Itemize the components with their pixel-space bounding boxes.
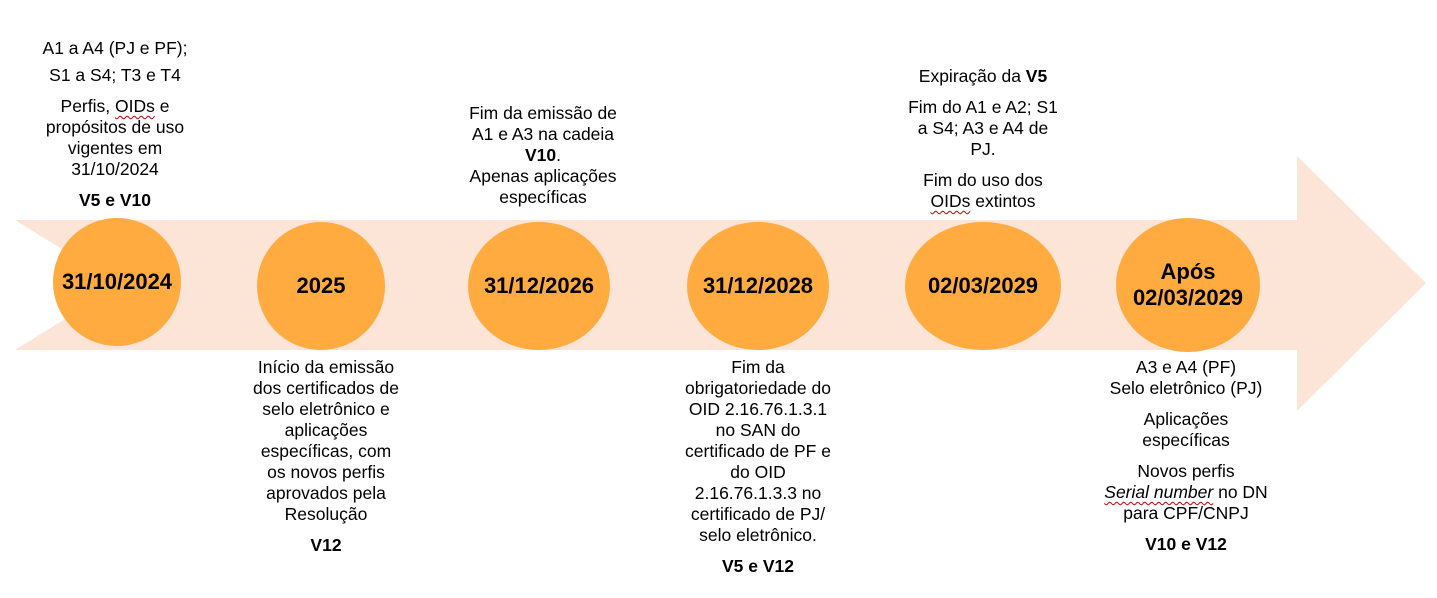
note-line: certificado de PJ/: [690, 504, 826, 524]
note-line: específicas, com: [260, 441, 392, 461]
milestone-node-2028: 31/12/2028: [687, 222, 829, 350]
note-line: selo eletrônico.: [699, 525, 817, 545]
note-line: Serial number no DN: [1086, 482, 1286, 503]
note-line: OIDs extintos: [883, 191, 1083, 212]
note-line: Fim da emissão de: [469, 103, 617, 123]
note-line: Aplicações: [1143, 409, 1229, 429]
note-line: do OID: [730, 462, 786, 482]
milestone-date: 31/12/2026: [483, 273, 595, 298]
note-line: Fim do uso dos: [923, 170, 1043, 190]
milestone-date: 31/12/2028: [702, 273, 814, 298]
milestone-date-line1: Após: [1160, 259, 1216, 284]
note-line: para CPF/CNPJ: [1123, 503, 1249, 523]
milestone-node-after-2029: Após 02/03/2029: [1116, 218, 1260, 352]
note-versions: V5 e V10: [79, 190, 151, 210]
note-line: específicas: [499, 187, 587, 207]
milestone-node-2026: 31/12/2026: [468, 222, 610, 350]
note-text: extintos: [970, 191, 1036, 211]
note-line: dos certificados de: [253, 378, 399, 398]
note-line: aprovados pela: [266, 483, 386, 503]
note-line: Apenas aplicações: [469, 166, 617, 186]
note-line: específicas: [1142, 430, 1230, 450]
note-text: OIDs: [930, 191, 971, 211]
note-line: OID 2.16.76.1.3.1: [688, 399, 828, 419]
note-line: PJ.: [970, 139, 996, 159]
note-line: A3 e A4 (PF): [1135, 357, 1237, 377]
note-text: Expiração da: [918, 66, 1026, 86]
milestone-date: 02/03/2029: [927, 273, 1039, 298]
note-versions: V12: [310, 535, 342, 555]
note-line: a S4; A3 e A4 de: [917, 118, 1049, 138]
milestone-date: 31/10/2024: [61, 269, 173, 294]
milestone-date: 2025: [296, 273, 346, 298]
note-line: Início da emissão: [257, 357, 395, 377]
note-line: os novos perfis: [267, 462, 385, 482]
note-line: obrigatoriedade do: [685, 378, 831, 398]
note-2024: A1 a A4 (PJ e PF); S1 a S4; T3 e T4 Perf…: [15, 38, 215, 221]
note-line: 31/10/2024: [71, 159, 159, 179]
milestone-node-2029: 02/03/2029: [905, 222, 1061, 350]
note-text: Perfis,: [60, 96, 115, 116]
note-line: A1 a A4 (PJ e PF);: [42, 38, 188, 58]
note-text: no DN: [1213, 482, 1268, 502]
note-text: Serial number: [1104, 482, 1214, 502]
note-line: S1 a S4; T3 e T4: [15, 65, 215, 86]
milestone-date-line2: 02/03/2029: [1132, 285, 1244, 310]
note-line: no SAN do: [715, 420, 801, 440]
note-line: Expiração da V5: [883, 66, 1083, 87]
note-2029: Expiração da V5 Fim do A1 e A2; S1 a S4;…: [883, 66, 1083, 212]
note-line: Resolução: [284, 504, 368, 524]
note-text: V5: [1025, 66, 1048, 86]
note-line: aplicações: [284, 420, 368, 440]
note-line: vigentes em: [67, 138, 163, 158]
milestone-node-2024: 31/10/2024: [53, 218, 181, 346]
note-line: Fim da: [731, 357, 785, 377]
note-text: e: [154, 96, 170, 116]
note-after-2029: A3 e A4 (PF) Selo eletrônico (PJ) Aplica…: [1086, 357, 1286, 565]
note-text: .: [556, 145, 561, 165]
note-versions: V10 e V12: [1145, 534, 1227, 554]
note-line: selo eletrônico e: [262, 399, 390, 419]
note-line: A1 e A3 na cadeia: [471, 124, 615, 144]
note-line: Novos perfis: [1137, 461, 1235, 481]
note-line: Selo eletrônico (PJ): [1109, 378, 1263, 398]
note-text: S1 a S4; T3 e T4: [49, 65, 181, 85]
note-line: 2.16.76.1.3.3 no: [694, 483, 822, 503]
note-line: Perfis, OIDs e: [15, 96, 215, 117]
note-line: propósitos de uso: [45, 117, 185, 137]
note-2026: Fim da emissão de A1 e A3 na cadeia V10.…: [443, 103, 643, 208]
milestone-node-2025: 2025: [257, 222, 385, 350]
note-text: V10: [524, 145, 557, 165]
note-versions: V5 e V12: [722, 556, 794, 576]
note-text: OIDs: [114, 96, 155, 116]
note-line: Fim do A1 e A2; S1: [908, 97, 1058, 117]
note-line: certificado de PF e: [685, 441, 831, 461]
note-line: V10.: [443, 145, 643, 166]
